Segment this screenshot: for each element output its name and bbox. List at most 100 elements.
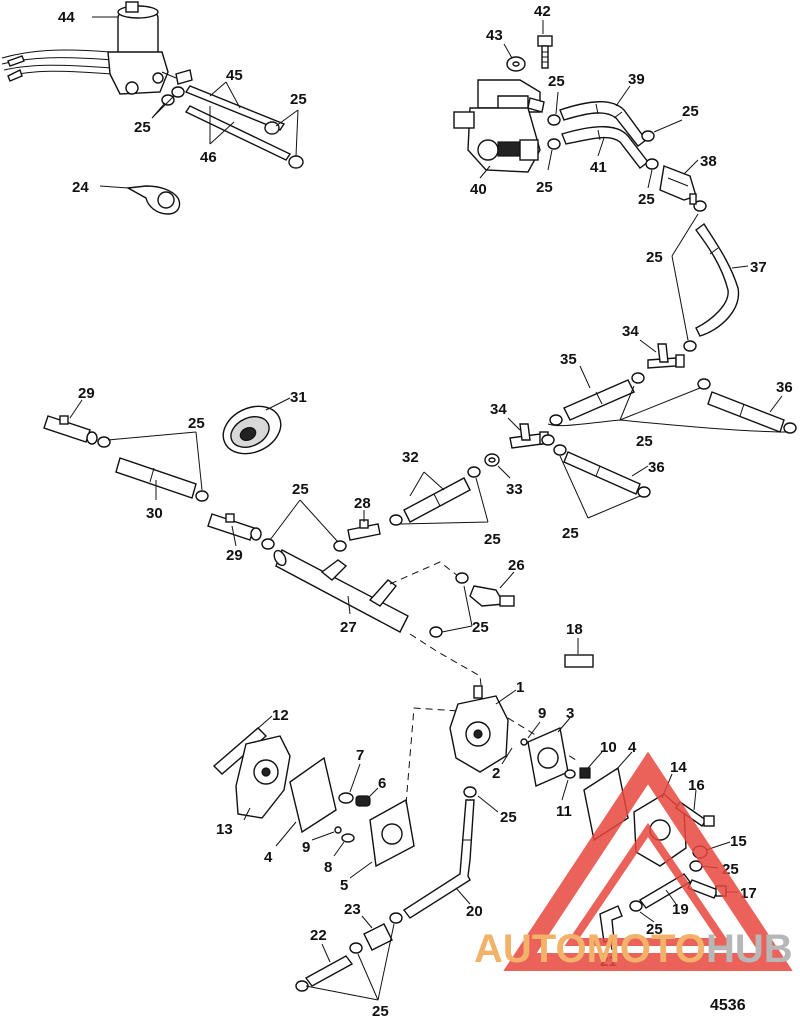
label-34a: 34 xyxy=(622,323,639,340)
label-12: 12 xyxy=(272,707,289,724)
part-1-fuel-pump-body xyxy=(449,685,509,773)
label-37: 37 xyxy=(750,259,767,276)
label-25i: 25 xyxy=(562,525,579,542)
leader-4a xyxy=(275,821,297,847)
figure-code: 4536 xyxy=(710,997,746,1014)
part-20-fuel-hose xyxy=(402,799,475,919)
label-9b: 9 xyxy=(538,705,546,722)
part-28-fitting xyxy=(347,519,381,541)
label-25a: 25 xyxy=(134,119,151,136)
label-29a: 29 xyxy=(78,385,95,402)
label-9a: 9 xyxy=(302,839,310,856)
label-25b: 25 xyxy=(290,91,307,108)
leader-34b xyxy=(507,417,521,431)
part-13-pump-base xyxy=(235,735,291,819)
leader-33 xyxy=(497,465,511,479)
label-41: 41 xyxy=(590,159,607,176)
clamp-25-36d xyxy=(637,486,651,498)
part-36-hose-upper xyxy=(707,391,785,433)
label-25m: 25 xyxy=(472,619,489,636)
leader-35 xyxy=(579,365,591,389)
part-6-spring xyxy=(355,795,371,807)
label-25q: 25 xyxy=(372,1003,389,1018)
leader-25h xyxy=(547,385,789,433)
label-24: 24 xyxy=(72,179,89,196)
label-25f: 25 xyxy=(638,191,655,208)
label-23: 23 xyxy=(344,901,361,918)
leader-25j xyxy=(399,477,489,525)
clamps-25-top-right xyxy=(547,114,707,352)
leader-29a xyxy=(69,399,83,419)
part-33-cap xyxy=(484,453,500,467)
label-39: 39 xyxy=(628,71,645,88)
part-43-washer xyxy=(506,56,526,72)
clamp-25-20a xyxy=(463,786,477,798)
part-44-electric-fuel-pump xyxy=(1,1,193,95)
part-27-fuel-manifold xyxy=(273,549,409,633)
label-46: 46 xyxy=(200,149,217,166)
leader-10 xyxy=(587,751,603,769)
leader-32 xyxy=(409,471,445,497)
leader-25c xyxy=(555,91,559,115)
label-11: 11 xyxy=(556,803,572,820)
part-29-fitting-upper xyxy=(43,415,98,445)
leader-34a xyxy=(639,339,657,353)
label-28: 28 xyxy=(354,495,371,512)
clamp-25-36c xyxy=(553,444,567,456)
label-13: 13 xyxy=(216,821,233,838)
leader-25g xyxy=(671,213,699,341)
label-43: 43 xyxy=(486,27,503,44)
label-34b: 34 xyxy=(490,401,507,418)
label-22: 22 xyxy=(310,927,327,944)
leader-25l xyxy=(269,499,339,543)
label-33: 33 xyxy=(506,481,523,498)
label-18: 18 xyxy=(566,621,583,638)
label-32: 32 xyxy=(402,449,419,466)
clamp-25-29 xyxy=(261,538,275,550)
dashed-cover-1 xyxy=(405,707,475,805)
part-36-hose-lower xyxy=(563,451,641,495)
part-18-decal xyxy=(564,654,594,668)
label-29b: 29 xyxy=(226,547,243,564)
watermark-text-b: HUB xyxy=(706,927,793,971)
part-8-valve-disc xyxy=(341,833,355,843)
part-38-inline-filter xyxy=(659,165,697,205)
label-36b: 36 xyxy=(648,459,665,476)
label-15: 15 xyxy=(730,833,747,850)
leader-25a xyxy=(151,95,175,119)
leader-8 xyxy=(333,841,345,857)
label-2: 2 xyxy=(492,765,500,782)
part-12-gasket xyxy=(212,727,268,775)
label-31: 31 xyxy=(290,389,307,406)
leader-13 xyxy=(243,807,251,821)
part-3-gasket xyxy=(527,727,569,787)
label-27: 27 xyxy=(340,619,357,636)
label-42: 42 xyxy=(534,3,551,20)
clamp-25-36a xyxy=(697,378,711,390)
clamp-25-28 xyxy=(333,540,347,552)
leader-5 xyxy=(349,861,373,879)
leader-40 xyxy=(479,165,491,179)
part-19-hose xyxy=(638,873,692,909)
part-29-fitting-lower xyxy=(207,513,262,541)
leader-6 xyxy=(367,787,379,799)
label-5: 5 xyxy=(340,877,348,894)
leader-25b xyxy=(275,109,299,157)
label-25o: 25 xyxy=(646,921,663,938)
label-35: 35 xyxy=(560,351,577,368)
part-22-hose xyxy=(304,955,354,987)
clamp-25-36b xyxy=(783,422,797,434)
clamp-25-26b xyxy=(429,626,443,638)
leader-23 xyxy=(361,915,373,929)
leader-20 xyxy=(455,887,471,905)
part-39-hose xyxy=(559,101,647,147)
part-26-check-valve xyxy=(469,585,515,607)
part-5-pump-cover-gasket xyxy=(369,798,415,868)
part-9-check-ball-right xyxy=(520,738,528,746)
leader-36b xyxy=(631,465,649,477)
leader-25i xyxy=(559,455,641,519)
leader-7 xyxy=(349,763,361,793)
label-3: 3 xyxy=(566,705,574,722)
part-7-plate xyxy=(338,792,354,804)
label-25g: 25 xyxy=(646,249,663,266)
